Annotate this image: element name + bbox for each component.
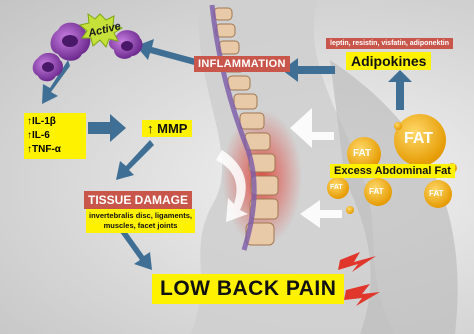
cytokine-il6: ↑IL-6	[27, 129, 83, 143]
tissue-detail-line-1: invertebralis disc, ligaments,	[89, 211, 192, 221]
cytokines-box: ↑IL-1β ↑IL-6 ↑TNF-α	[24, 113, 86, 159]
adipokines-detail-label: leptin, resistin, visfatin, adiponektin	[326, 38, 453, 49]
tissue-detail-box: invertebralis disc, ligaments, muscles, …	[86, 209, 195, 233]
fat-globule-tiny-3	[346, 206, 354, 214]
arrow-fat-to-adipokines	[388, 70, 412, 110]
tissue-detail-line-2: muscles, facet joints	[89, 221, 192, 231]
fat-small-label-1: FAT	[330, 184, 343, 191]
fat-small-label-3: FAT	[429, 189, 444, 198]
arrow-mmp-to-tissue	[116, 140, 154, 180]
arrow-cytokines-to-mmp	[88, 114, 126, 142]
fat-big-label: FAT	[404, 130, 433, 148]
arrow-inflammation-to-cells	[136, 39, 200, 66]
fat-mid-label: FAT	[353, 148, 371, 159]
fat-small-label-2: FAT	[369, 187, 384, 196]
mmp-label: ↑ MMP	[142, 120, 192, 137]
cytokine-tnfa: ↑TNF-α	[27, 143, 83, 157]
fat-globule-tiny-1	[394, 122, 402, 130]
excess-fat-label: Excess Abdominal Fat	[330, 164, 455, 178]
adipokines-label: Adipokines	[346, 52, 431, 70]
cytokine-il1b: ↑IL-1β	[27, 115, 83, 129]
arrow-tissue-to-pain	[120, 228, 152, 270]
low-back-pain-label: LOW BACK PAIN	[152, 274, 344, 304]
inflammation-label: INFLAMMATION	[194, 56, 290, 72]
tissue-damage-label: TISSUE DAMAGE	[84, 191, 192, 209]
macrophage-cells	[33, 14, 143, 81]
